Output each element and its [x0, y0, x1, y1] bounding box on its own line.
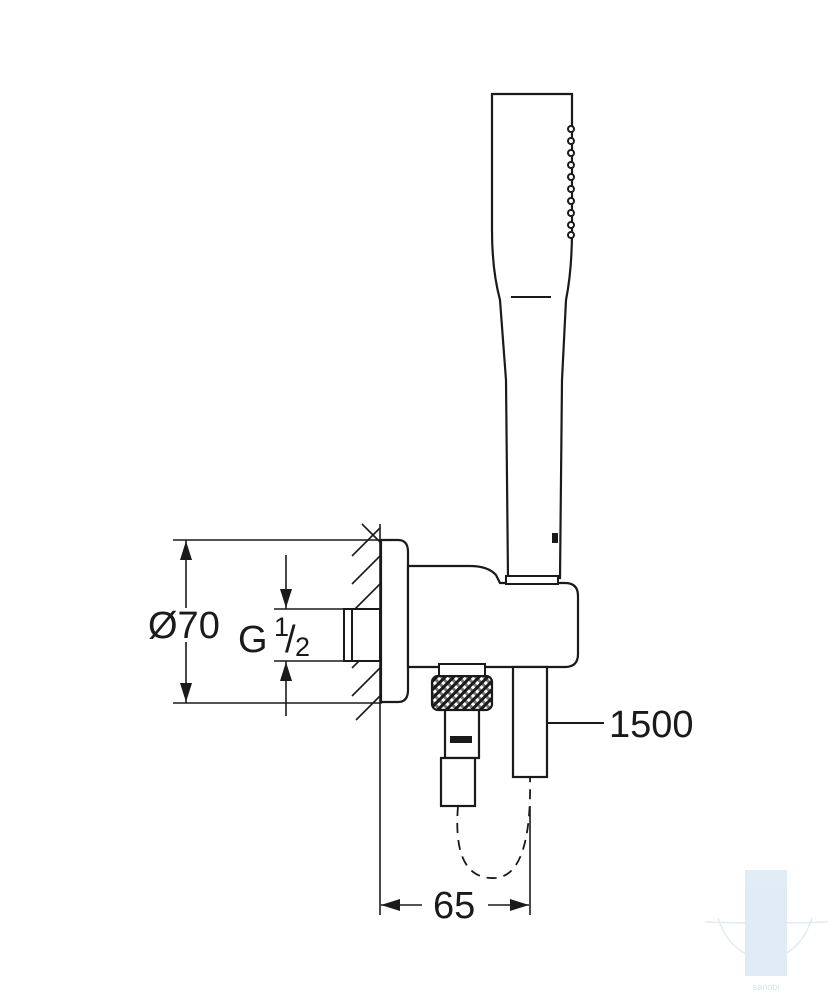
hand-shower: [490, 92, 574, 580]
thread-dimension: [274, 555, 346, 716]
wall-flange: [379, 538, 410, 704]
watermark-logo: sanobi: [704, 870, 829, 992]
hose-loop: [456, 776, 531, 879]
projection-label: 65: [433, 885, 475, 927]
hose-length-label: 1500: [609, 704, 694, 746]
connector-body: [406, 564, 580, 669]
shower-handle-base: [505, 575, 559, 585]
thread-denominator-label: 2: [295, 632, 310, 662]
hose-nut: [430, 663, 494, 712]
diameter-label: Ø70: [148, 605, 220, 647]
thread-slash-label: /: [285, 619, 296, 661]
watermark-text: sanobi: [753, 982, 780, 992]
projection-dimension: [379, 718, 531, 915]
thread-prefix-label: G: [238, 619, 268, 661]
hose-fitting: [439, 708, 481, 808]
thread-numerator-label: 1: [274, 612, 289, 642]
hose-pipe: [511, 665, 549, 779]
spray-nozzles-icon: [567, 125, 575, 239]
thread-nipple: [343, 608, 381, 662]
